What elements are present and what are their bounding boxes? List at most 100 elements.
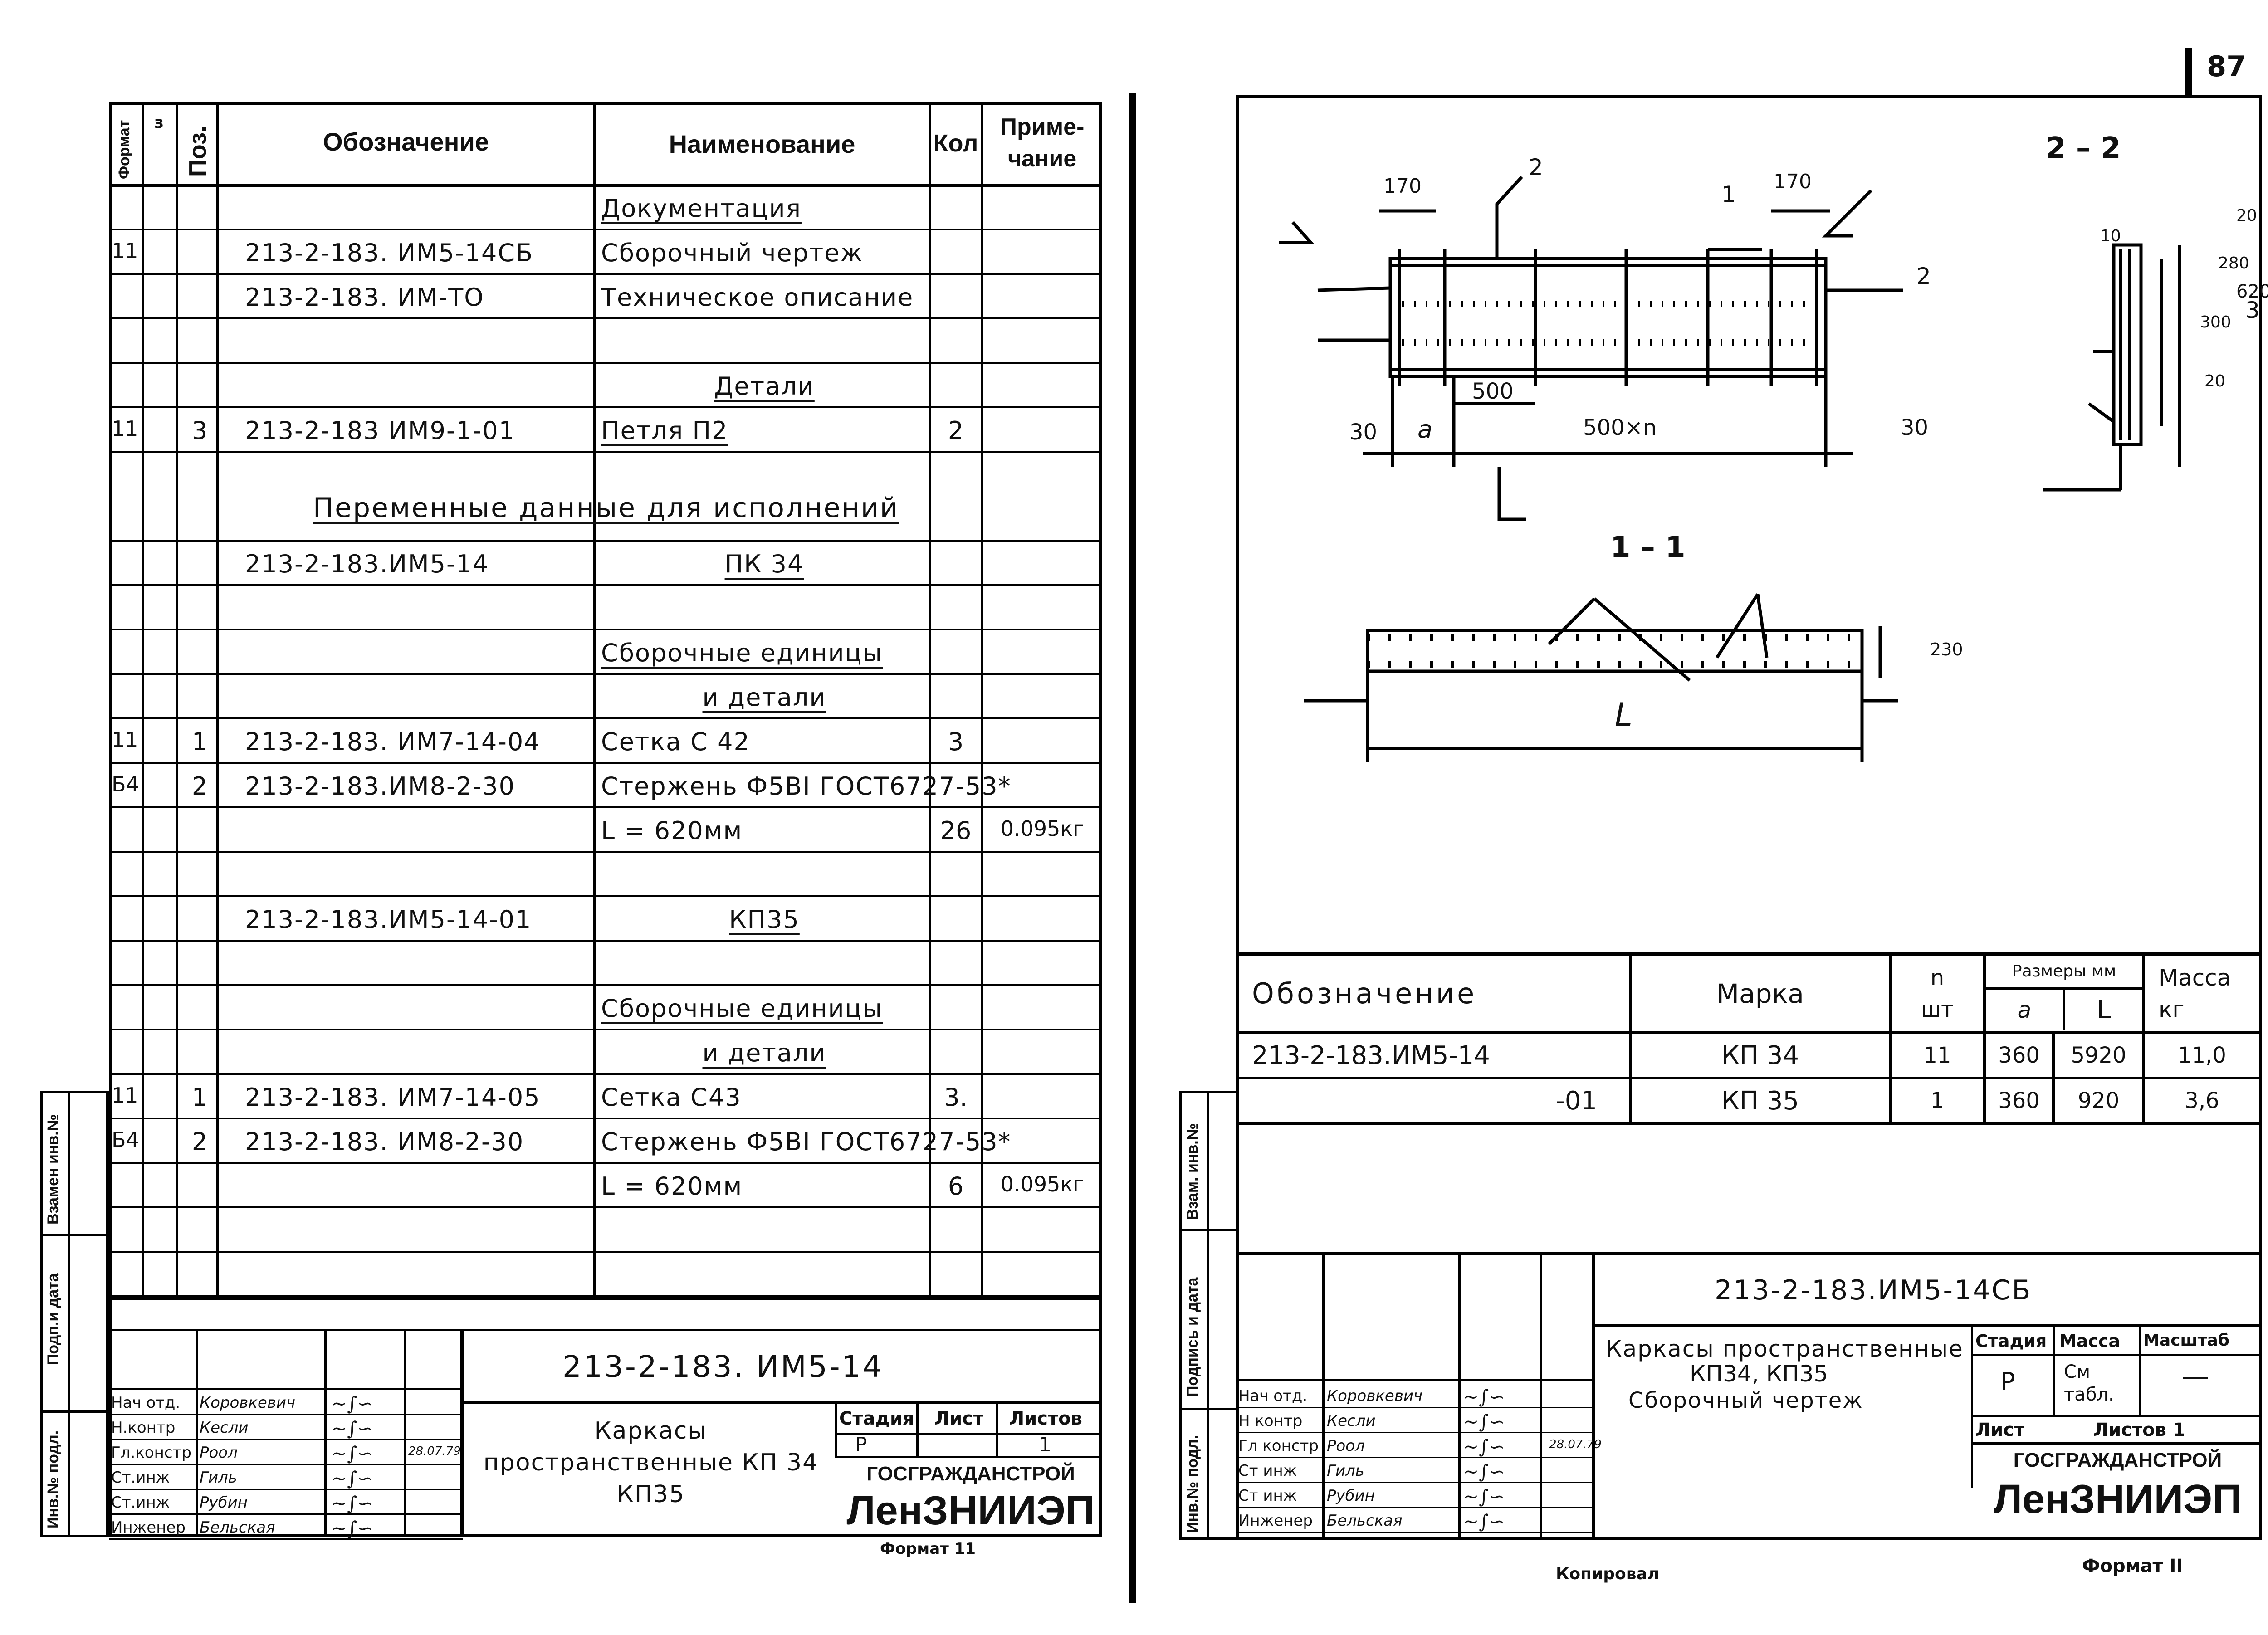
right-tb-hline-stageh: [1971, 1354, 2262, 1356]
right-tb-vline2: [1458, 1252, 1461, 1540]
signature-role: Н.контр: [111, 1419, 176, 1437]
spec-row-line: [109, 717, 1102, 719]
right-stage-value: Р: [2000, 1367, 2015, 1396]
spec-row-line: [109, 406, 1102, 408]
mt-h-n-unit: шт: [1921, 996, 1954, 1022]
spec-row-line: [109, 1251, 1102, 1253]
signature-name: Рубин: [1327, 1487, 1375, 1505]
left-sheet-header: Лист: [934, 1408, 984, 1429]
right-side-label-inv: Инв.№ подл.: [1184, 1435, 1201, 1533]
spec-row-line: [109, 1118, 1102, 1119]
signature-row-line: [1236, 1532, 1592, 1533]
mt-h-mark: Марка: [1630, 956, 1892, 1034]
spec-row-line: [109, 1206, 1102, 1208]
signature-row-line: [109, 1513, 463, 1515]
spec-row-line: [109, 629, 1102, 630]
right-scale-value: —: [2182, 1361, 2209, 1392]
spec-row-line: [109, 362, 1102, 364]
spec-cell-designation: 213-2-183. ИМ7-14-05: [245, 1083, 541, 1112]
left-side-label-replace: Взамен инв.№: [44, 1114, 62, 1225]
sheet-divider: [1129, 93, 1136, 1603]
section11-outline: [1366, 629, 1864, 673]
handwritten-signature: ~∫∽: [1463, 1485, 1505, 1508]
right-title-2: КП34, КП35: [1690, 1361, 1828, 1387]
header-name: Наименование: [669, 130, 855, 158]
spec-row-line: [109, 317, 1102, 319]
spec-cell-name: Сетка С 42: [601, 727, 750, 756]
signature-name: Коровкевич: [200, 1394, 296, 1412]
signature-role: Инженер: [111, 1518, 186, 1537]
right-tb-vline3: [1540, 1252, 1542, 1540]
spec-cell-note: 0.095кг: [1000, 816, 1084, 841]
right-mass-value: См табл.: [2064, 1362, 2114, 1405]
spec-cell-format: Б4: [112, 772, 139, 796]
right-tb-hline-left: [1236, 1379, 1592, 1381]
spec-row-line: [109, 895, 1102, 897]
handwritten-signature: ~∫∽: [331, 1517, 373, 1539]
section22-leader-3: [2087, 402, 2115, 423]
spec-row-line: [109, 940, 1102, 942]
handwritten-signature: ~∫∽: [331, 1417, 373, 1440]
mt-cell-designation: -01: [1236, 1078, 1632, 1125]
handwritten-signature: ~∫∽: [331, 1492, 373, 1514]
right-sheets-header: Листов 1: [2093, 1420, 2185, 1440]
signature-role: Нач отд.: [1238, 1387, 1308, 1405]
signature-row-line: [1236, 1482, 1592, 1483]
copied-label: Копировал: [1556, 1565, 1660, 1583]
section-22-title: 2 – 2: [2046, 132, 2121, 165]
spec-row-line: [109, 229, 1102, 230]
callout-1: 1: [1721, 181, 1736, 208]
section-marker-right: [1822, 189, 1872, 238]
section22-outline: [2112, 243, 2143, 446]
dim-500n: 500×n: [1583, 415, 1657, 440]
right-side-stamp: [1179, 1091, 1238, 1540]
spec-row-line: [109, 806, 1102, 808]
dim-20a: 20: [2236, 206, 2257, 225]
left-side-label-sign: Подп.и дата: [44, 1273, 62, 1365]
spec-cell-name: и детали: [702, 683, 826, 712]
right-side-label-replace: Взам. инв.№: [1184, 1123, 1201, 1220]
header-designation: Обозначение: [323, 127, 489, 156]
signature-role: Ст.инж: [111, 1493, 170, 1512]
right-tb-vline1: [1322, 1252, 1325, 1540]
spec-cell-format: 11: [112, 727, 138, 752]
col-line-designation: [593, 102, 596, 1299]
signature-row-line: [1236, 1407, 1592, 1408]
signature-row-line: [109, 1414, 463, 1415]
dim-500: 500: [1472, 379, 1514, 404]
dim-10: 10: [2100, 227, 2121, 245]
section-mark-2: 2: [1529, 154, 1543, 181]
signature-row-line: [1236, 1432, 1592, 1433]
signature-name: Гиль: [1327, 1462, 1364, 1480]
spec-header-line: [109, 184, 1102, 187]
signature-name: Гиль: [200, 1469, 237, 1487]
mt-cell-mass: 3,6: [2144, 1078, 2259, 1125]
section-marker-left: [1279, 221, 1315, 244]
left-tb-vline-stage: [835, 1401, 837, 1456]
left-tb-vline1: [196, 1329, 198, 1537]
left-org2: ЛенЗНИИЭП: [846, 1488, 1095, 1533]
col-line-name: [929, 102, 931, 1299]
col-line-pos: [216, 102, 219, 1299]
handwritten-signature: ~∫∽: [331, 1392, 373, 1415]
signature-role: Инженер: [1238, 1512, 1313, 1530]
mt-h-mass-label: Масса: [2159, 964, 2231, 991]
right-side-line1: [1179, 1229, 1238, 1231]
signature-role: Гл констр: [1238, 1437, 1319, 1455]
left-stage-value: Р: [855, 1433, 867, 1456]
section11-leader-3b: [1593, 597, 1691, 682]
spec-cell-name: Сборочные единицы: [601, 639, 883, 667]
spec-cell-designation: 213-2-183 ИМ9-1-01: [245, 416, 516, 445]
right-side-line2: [1179, 1408, 1238, 1410]
spec-cell-designation: 213-2-183. ИМ7-14-04: [245, 727, 541, 756]
dim-L: L: [1615, 696, 1633, 733]
left-tb-inner-line2: [109, 1388, 463, 1390]
header-note: Приме- чание: [1000, 114, 1085, 172]
spec-row-line: [109, 584, 1102, 586]
mt-cell-mark: КП 35: [1630, 1078, 1892, 1125]
mt-cell-n: 1: [1890, 1078, 1986, 1125]
